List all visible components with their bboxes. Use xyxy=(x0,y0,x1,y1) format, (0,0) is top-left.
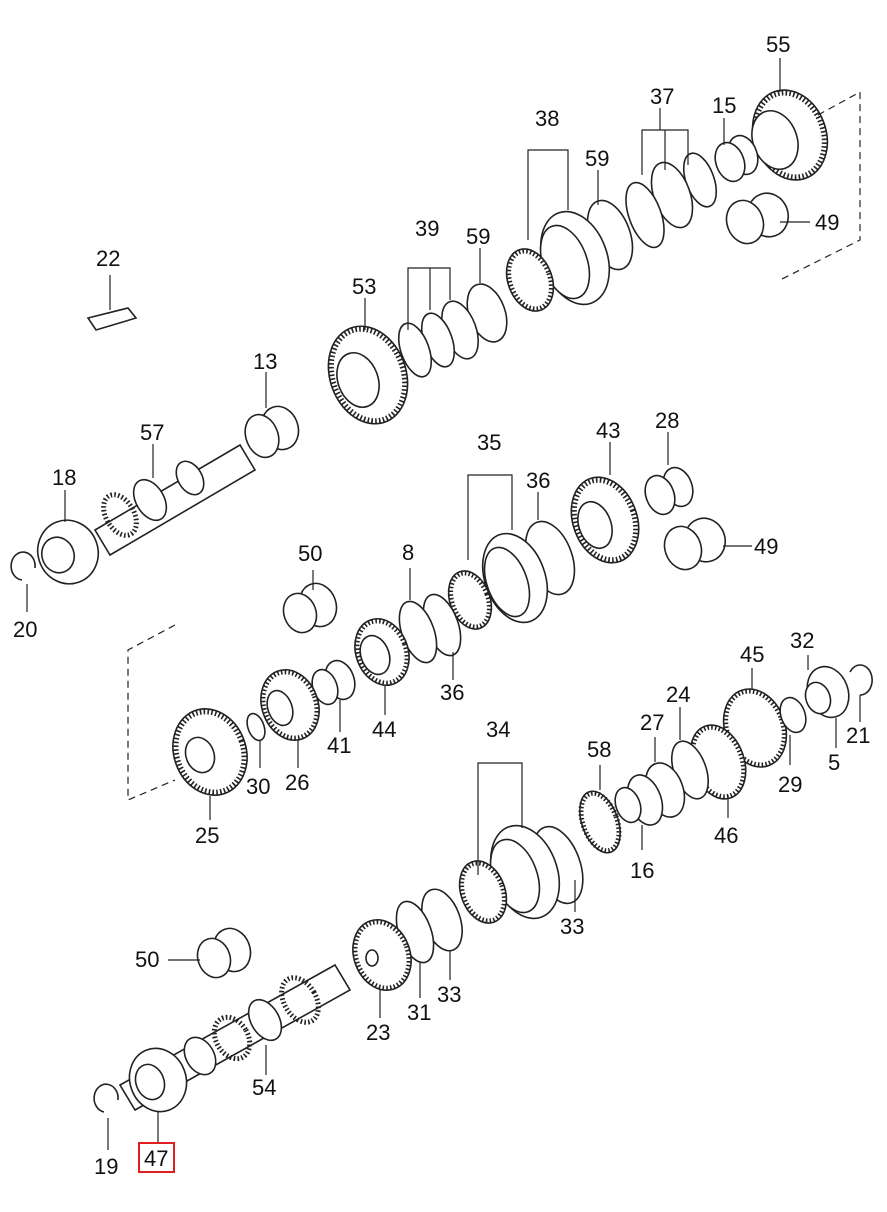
part-49a-needle-bearing[interactable] xyxy=(721,187,795,248)
part-41-bushing[interactable] xyxy=(308,656,360,708)
label-36a: 36 xyxy=(526,468,550,493)
label-50b: 50 xyxy=(135,947,159,972)
label-27: 27 xyxy=(640,710,664,735)
label-44: 44 xyxy=(372,717,396,742)
part-43-gear[interactable] xyxy=(560,468,650,573)
label-46: 46 xyxy=(714,823,738,848)
label-57: 57 xyxy=(140,420,164,445)
part-39-synchro-rings[interactable] xyxy=(392,296,485,381)
label-50a: 50 xyxy=(298,541,322,566)
part-15-bushing[interactable] xyxy=(710,131,763,185)
label-59a: 59 xyxy=(585,146,609,171)
label-25: 25 xyxy=(195,823,219,848)
label-8: 8 xyxy=(402,540,414,565)
label-23: 23 xyxy=(366,1020,390,1045)
label-29: 29 xyxy=(778,772,802,797)
label-59b: 59 xyxy=(466,224,490,249)
part-21-snap-ring[interactable] xyxy=(849,664,873,696)
part-13-needle-bearing[interactable] xyxy=(239,401,304,462)
part-34-synchro-assembly[interactable] xyxy=(451,816,571,930)
label-16: 16 xyxy=(630,858,654,883)
label-28: 28 xyxy=(655,408,679,433)
label-31: 31 xyxy=(407,1000,431,1025)
part-49b-needle-bearing[interactable] xyxy=(659,512,732,574)
part-50b-needle-bearing[interactable] xyxy=(192,923,256,982)
leader-lines xyxy=(26,58,861,1150)
label-15: 15 xyxy=(712,93,736,118)
label-19: 19 xyxy=(94,1154,118,1179)
label-21: 21 xyxy=(846,723,870,748)
highlight-box-47 xyxy=(138,1142,175,1173)
label-22: 22 xyxy=(96,246,120,271)
label-36b: 36 xyxy=(440,680,464,705)
part-58-synchro-ring[interactable] xyxy=(572,786,628,858)
label-35: 35 xyxy=(477,430,501,455)
part-57-input-shaft[interactable] xyxy=(93,443,257,557)
part-55-gear[interactable] xyxy=(740,79,839,190)
label-37: 37 xyxy=(650,84,674,109)
label-30: 30 xyxy=(246,774,270,799)
part-20-snap-ring[interactable] xyxy=(10,551,36,581)
label-58: 58 xyxy=(587,737,611,762)
part-16-bushing[interactable] xyxy=(611,784,646,826)
part-44-gear[interactable] xyxy=(346,611,418,693)
bracket-middle xyxy=(127,624,176,801)
part-25-gear[interactable] xyxy=(161,698,259,805)
part-23-gear[interactable] xyxy=(343,912,420,999)
label-55: 55 xyxy=(766,32,790,57)
label-43: 43 xyxy=(596,418,620,443)
label-53: 53 xyxy=(352,274,376,299)
bracket-top xyxy=(779,90,861,281)
part-28-bushing[interactable] xyxy=(640,463,698,518)
part-53-gear[interactable] xyxy=(315,315,421,435)
label-20: 20 xyxy=(13,617,37,642)
label-18: 18 xyxy=(52,465,76,490)
part-19-snap-ring[interactable] xyxy=(93,1083,119,1113)
label-26: 26 xyxy=(285,770,309,795)
label-34: 34 xyxy=(486,717,510,742)
label-47[interactable]: 47 xyxy=(144,1146,168,1171)
label-13: 13 xyxy=(253,349,277,374)
part-22-clip[interactable] xyxy=(86,275,138,331)
part-37-synchro-rings[interactable] xyxy=(618,149,722,253)
callout-labels: 55 37 15 38 59 49 39 59 22 53 13 57 18 2… xyxy=(13,32,870,1179)
label-33a: 33 xyxy=(560,914,584,939)
label-49b: 49 xyxy=(754,534,778,559)
part-18-bearing[interactable] xyxy=(29,512,107,593)
part-47-bearing[interactable] xyxy=(121,1040,196,1119)
label-49a: 49 xyxy=(815,210,839,235)
label-39: 39 xyxy=(415,216,439,241)
label-38: 38 xyxy=(535,106,559,131)
label-32: 32 xyxy=(790,628,814,653)
part-30-snap-ring[interactable] xyxy=(244,711,269,743)
label-45: 45 xyxy=(740,642,764,667)
label-24: 24 xyxy=(666,682,690,707)
label-33b: 33 xyxy=(437,982,461,1007)
label-5: 5 xyxy=(828,750,840,775)
part-26-gear[interactable] xyxy=(251,662,328,749)
part-29-spacer[interactable] xyxy=(776,694,811,736)
label-54: 54 xyxy=(252,1075,276,1100)
label-41: 41 xyxy=(327,733,351,758)
part-38-synchro-assembly[interactable] xyxy=(498,202,621,318)
part-50a-needle-bearing[interactable] xyxy=(278,578,342,637)
part-32-bearing[interactable] xyxy=(800,661,855,724)
part-35-synchro-assembly[interactable] xyxy=(441,525,559,636)
